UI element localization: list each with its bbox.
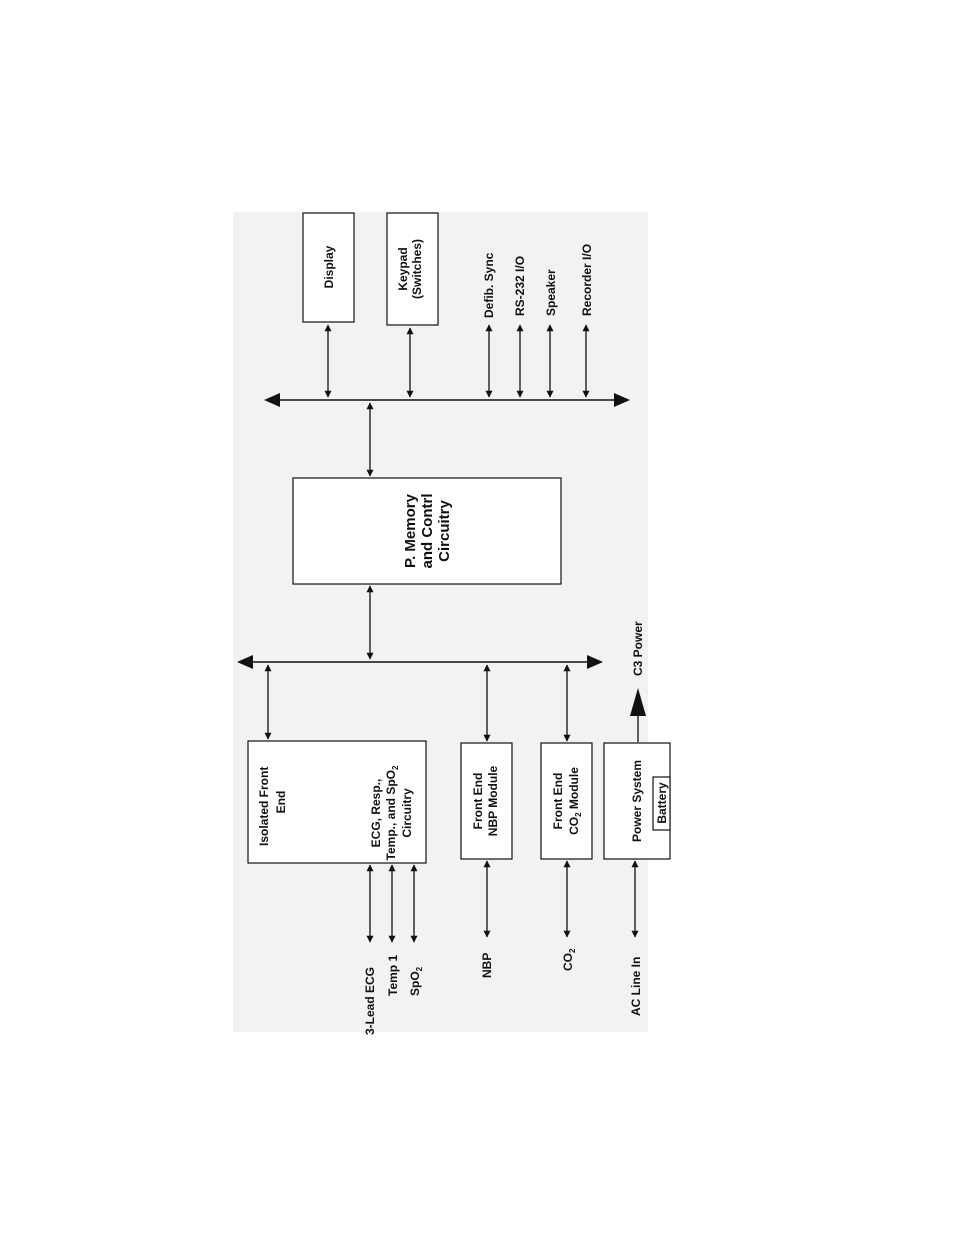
ecg-input-label: 3-Lead ECG — [363, 967, 377, 1035]
battery-label: Battery — [655, 782, 669, 824]
co2-module-line2: CO2 Module — [567, 767, 583, 835]
cpu-label-line1: P. Memory — [402, 493, 419, 568]
keypad-label-line2: (Switches) — [410, 239, 424, 299]
co2-module-line1: Front End — [551, 773, 565, 830]
isolated-front-end-title-line2: End — [274, 791, 288, 814]
ac-line-input-label: AC Line In — [629, 957, 643, 1016]
temp-input-label: Temp 1 — [386, 955, 400, 996]
nbp-module-line2: NBP Module — [486, 765, 500, 836]
isolated-front-end-title-line1: Isolated Front — [257, 767, 271, 846]
ecg-circuitry-line4: Circuitry — [400, 788, 414, 838]
cpu-label-line2: and Contrl — [419, 494, 436, 569]
nbp-input-label: NBP — [480, 953, 494, 978]
rs232-label: RS-232 I/O — [513, 256, 527, 316]
recorder-label: Recorder I/O — [580, 244, 594, 316]
nbp-module-line1: Front End — [471, 773, 485, 830]
cpu-label-line3: Circuitry — [436, 500, 453, 562]
ecg-circuitry-line1: ECG, Resp., — [369, 779, 383, 848]
display-label: Display — [322, 245, 336, 288]
defib-sync-label: Defib. Sync — [482, 252, 496, 318]
speaker-label: Speaker — [544, 269, 558, 316]
ecg-circuitry-line2: Temp., and SpO2 — [384, 765, 400, 860]
keypad-label-line1: Keypad — [396, 247, 410, 290]
c3-power-label: C3 Power — [631, 621, 645, 676]
power-system-label: Power System — [630, 760, 644, 842]
